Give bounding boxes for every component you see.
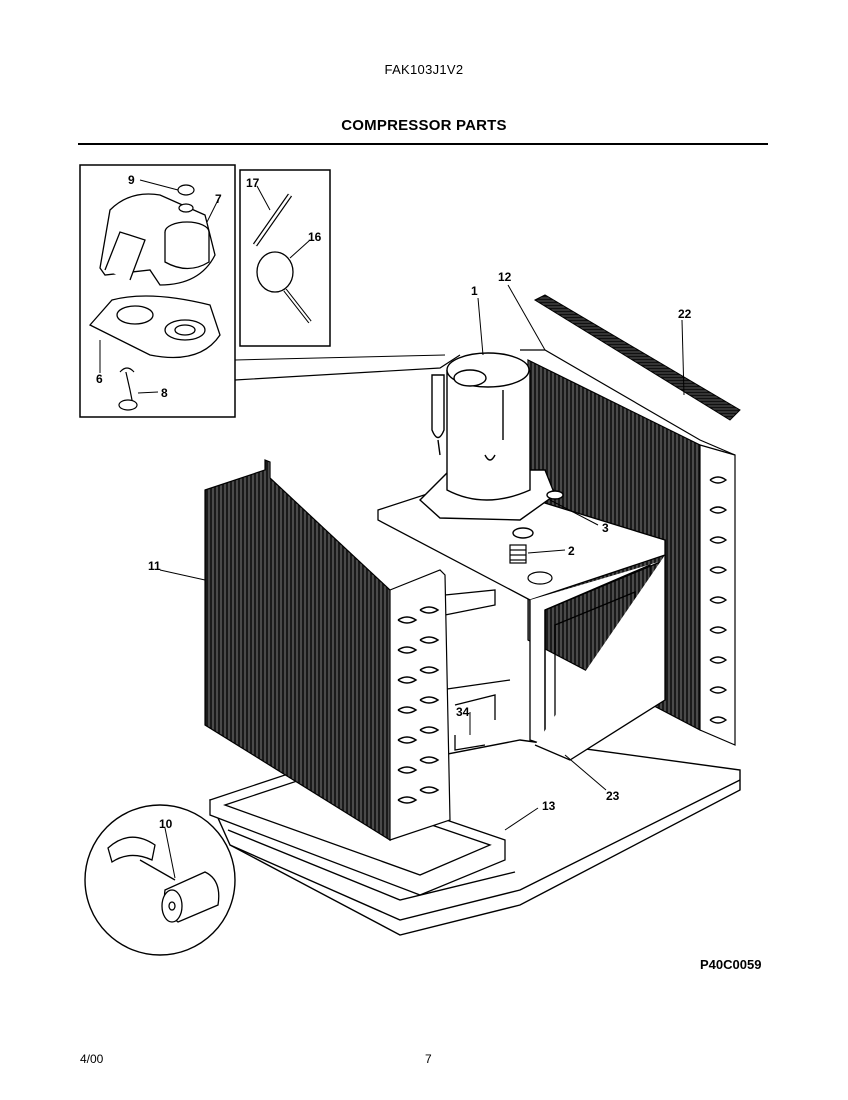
callout-10: 10 — [159, 817, 173, 831]
muffler-part — [99, 193, 216, 286]
callout-11: 11 — [148, 559, 161, 573]
model-number: FAK103J1V2 — [384, 62, 464, 77]
callouts: 1 2 3 6 7 8 9 10 11 12 13 16 17 22 23 34 — [96, 173, 692, 831]
callout-23: 23 — [606, 789, 620, 803]
evaporator-coil-part — [204, 459, 451, 842]
inset-heater-box — [239, 169, 331, 347]
callout-9: 9 — [128, 173, 135, 187]
page-title: COMPRESSOR PARTS — [341, 117, 507, 134]
tubing-part — [439, 589, 511, 751]
inset-muffler-box — [79, 164, 236, 418]
callout-22: 22 — [678, 307, 692, 321]
callout-8: 8 — [161, 386, 168, 400]
grommet-part — [177, 184, 195, 213]
seal-strip-part — [533, 294, 741, 421]
exploded-parts-diagram: 1 2 3 6 7 8 9 10 11 12 13 16 17 22 23 34 — [79, 164, 741, 956]
callout-16: 16 — [308, 230, 322, 244]
footer-date: 4/00 — [80, 1052, 104, 1066]
callout-17: 17 — [246, 176, 260, 190]
capacitor-inset — [84, 804, 236, 956]
mount-spring-part — [509, 544, 553, 585]
callout-1: 1 — [471, 284, 478, 298]
leader-lines — [99, 179, 685, 879]
diagram-code: P40C0059 — [700, 957, 762, 972]
callout-7: 7 — [215, 192, 222, 206]
callout-6: 6 — [96, 372, 103, 386]
page-number: 7 — [425, 1052, 432, 1066]
compressor-part — [418, 352, 564, 539]
callout-34: 34 — [456, 705, 470, 719]
callout-13: 13 — [542, 799, 556, 813]
mounting-stud-part — [118, 367, 138, 411]
callout-12: 12 — [498, 270, 512, 284]
callout-2: 2 — [568, 544, 575, 558]
callout-3: 3 — [602, 521, 609, 535]
title-rule — [78, 143, 768, 145]
gasket-part — [88, 295, 221, 359]
